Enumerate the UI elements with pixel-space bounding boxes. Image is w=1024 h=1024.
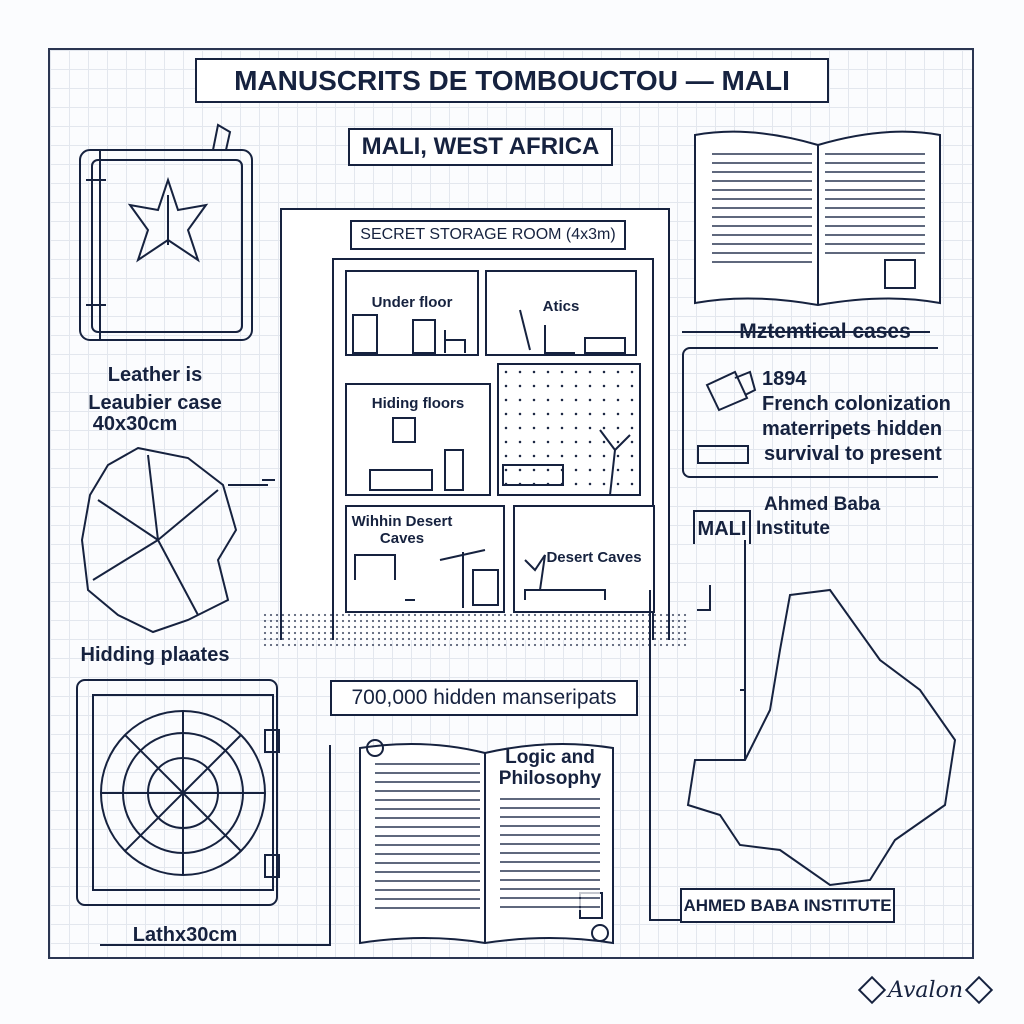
leather-case-size: 40x30cm [92, 413, 178, 435]
manuscript-text-right [825, 150, 925, 258]
hiding-plates-label: Hidding plaates [80, 644, 230, 666]
history-line3: survival to present [764, 443, 942, 465]
room-attics: Atics [485, 270, 637, 356]
history-line1: French colonization [762, 393, 951, 415]
region-subtitle: MALI, WEST AFRICA [348, 128, 613, 166]
logic-book-text-right [500, 795, 600, 910]
history-year: 1894 [762, 368, 807, 390]
room-desert-caves: Desert Caves [513, 505, 655, 613]
brand-name: Avalon [888, 977, 963, 1003]
brand-logo: Avalon [857, 975, 1002, 1005]
history-line2: materripets hidden [762, 418, 943, 440]
manuscripts-count: 700,000 hidden manseripats [330, 680, 638, 716]
room-within-desert-caves: Wihhin Desert Caves [345, 505, 505, 613]
leather-book-illustration [79, 123, 253, 341]
institute-line2: Institute [756, 518, 830, 539]
manuscript-text-left [712, 150, 812, 268]
mali-badge: MALI [693, 510, 751, 544]
leather-case-line2: Leaubier case [88, 392, 222, 414]
leaf-plate-illustration [80, 446, 268, 634]
document-icon [705, 370, 757, 412]
empty-rectangle [697, 445, 749, 464]
furniture-sketches [352, 309, 631, 608]
astrolabe-book-illustration [76, 679, 280, 906]
storage-room-title: SECRET STORAGE ROOM (4x3m) [350, 220, 626, 250]
institute-line1: Ahmed Baba [764, 494, 881, 515]
ground-dots [262, 612, 687, 648]
logic-book-text-left [375, 760, 480, 915]
leather-case-line1: Leather is [107, 364, 203, 386]
institute-box: AHMED BABA INSTITUTE [680, 888, 895, 923]
diamond-emblem-icon [964, 975, 994, 1005]
logic-book-title: Logic and Philosophy [498, 747, 602, 789]
page-title: MANUSCRITS DE TOMBOUCTOU — MALI [195, 58, 829, 103]
room-scattered [497, 363, 641, 496]
house-inner-wall [332, 258, 654, 640]
history-panel [682, 347, 938, 478]
diamond-emblem-icon [857, 975, 887, 1005]
bottom-left-size-label: Lathx30cm [132, 924, 238, 946]
